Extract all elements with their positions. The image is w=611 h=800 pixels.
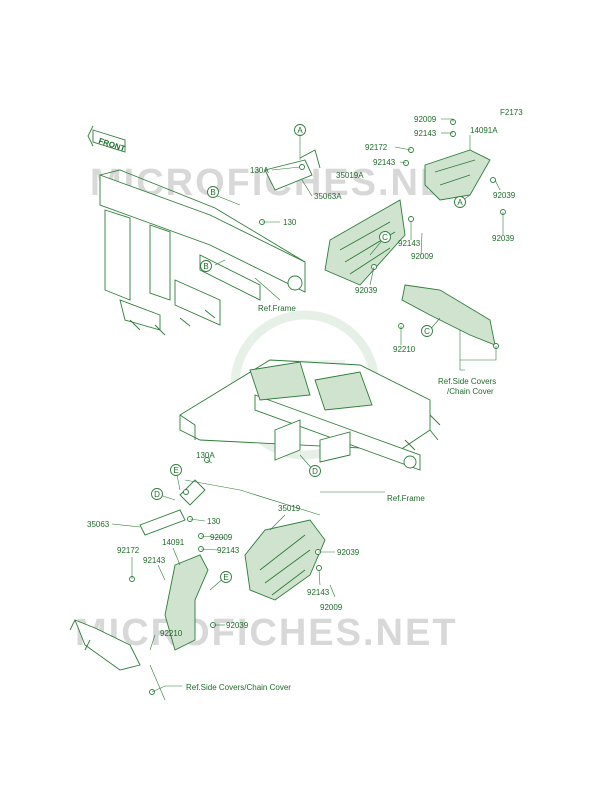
frame-top — [99, 169, 306, 336]
svg-text:C: C — [382, 233, 388, 242]
callout-d-bottom-2: D — [309, 465, 321, 477]
part-label: 130 — [283, 218, 297, 227]
part-label: 92210 — [160, 629, 183, 638]
part-label: 35019A — [336, 171, 364, 180]
part-label: 92009 — [210, 533, 233, 542]
part-label: 92172 — [117, 546, 140, 555]
part-label: 92143 — [307, 588, 330, 597]
figure-id: F2173 — [500, 108, 523, 117]
svg-text:A: A — [297, 126, 303, 135]
side-cover-35019A — [324, 199, 406, 286]
watermark-bottom: MICROFICHES.NET — [75, 612, 458, 654]
part-label: 92009 — [411, 252, 434, 261]
svg-text:B: B — [210, 188, 215, 197]
part-label: 92009 — [320, 603, 343, 612]
callout-b-top-2: B — [200, 260, 212, 272]
part-label: 92143 — [414, 129, 437, 138]
lower-guard-bottom — [69, 619, 141, 671]
part-label: 130 — [207, 517, 221, 526]
part-label: 92172 — [365, 143, 388, 152]
callout-c-top-2: C — [421, 325, 433, 337]
chain-guard-14091A — [424, 149, 491, 201]
part-label: 130A — [250, 166, 269, 175]
part-label: 92143 — [143, 556, 166, 565]
part-label: 92143 — [398, 239, 421, 248]
svg-text:E: E — [223, 573, 228, 582]
callout-a-top-2: A — [454, 196, 466, 208]
part-label: 92039 — [226, 621, 249, 630]
ref-frame-bottom: Ref.Frame — [387, 494, 425, 503]
callout-b-top-1: B — [207, 186, 219, 198]
part-label: 92039 — [355, 286, 378, 295]
side-cover-35019 — [244, 519, 326, 601]
callout-e-bottom-1: E — [170, 464, 182, 476]
leaders-bottom — [111, 454, 385, 701]
callout-e-bottom-2: E — [220, 571, 232, 583]
part-label: 92039 — [337, 548, 360, 557]
chain-guard-14091 — [164, 554, 209, 651]
part-label: 92143 — [373, 158, 396, 167]
part-label: 35063A — [314, 192, 342, 201]
svg-text:A: A — [457, 198, 463, 207]
part-label: 92210 — [393, 345, 416, 354]
ref-side-covers-top-line2: /Chain Cover — [447, 387, 494, 396]
lower-guard-top — [401, 284, 496, 346]
callout-c-top-1: C — [379, 231, 391, 243]
ref-frame-top: Ref.Frame — [258, 304, 296, 313]
svg-text:D: D — [154, 490, 160, 499]
bracket-35063 — [139, 479, 206, 536]
svg-text:D: D — [312, 467, 318, 476]
part-label: 35019 — [278, 504, 301, 513]
part-label: 92039 — [493, 191, 516, 200]
part-label: 92009 — [414, 115, 437, 124]
callout-a-top-1: A — [294, 124, 306, 136]
svg-text:B: B — [203, 262, 208, 271]
part-label: 92143 — [217, 546, 240, 555]
ref-side-covers-bottom: Ref.Side Covers/Chain Cover — [186, 683, 291, 692]
frame-bottom — [179, 359, 441, 471]
leaders-top — [214, 118, 504, 371]
ref-side-covers-top-line1: Ref.Side Covers — [438, 377, 496, 386]
front-arrow-badge: FRONT — [87, 125, 126, 153]
svg-text:C: C — [424, 327, 430, 336]
callout-d-bottom-1: D — [151, 488, 163, 500]
part-label: 14091 — [162, 538, 185, 547]
part-label: 35063 — [87, 520, 110, 529]
part-label: 14091A — [470, 126, 498, 135]
part-label: 130A — [196, 451, 215, 460]
part-label: 92039 — [492, 234, 515, 243]
svg-text:E: E — [173, 466, 178, 475]
